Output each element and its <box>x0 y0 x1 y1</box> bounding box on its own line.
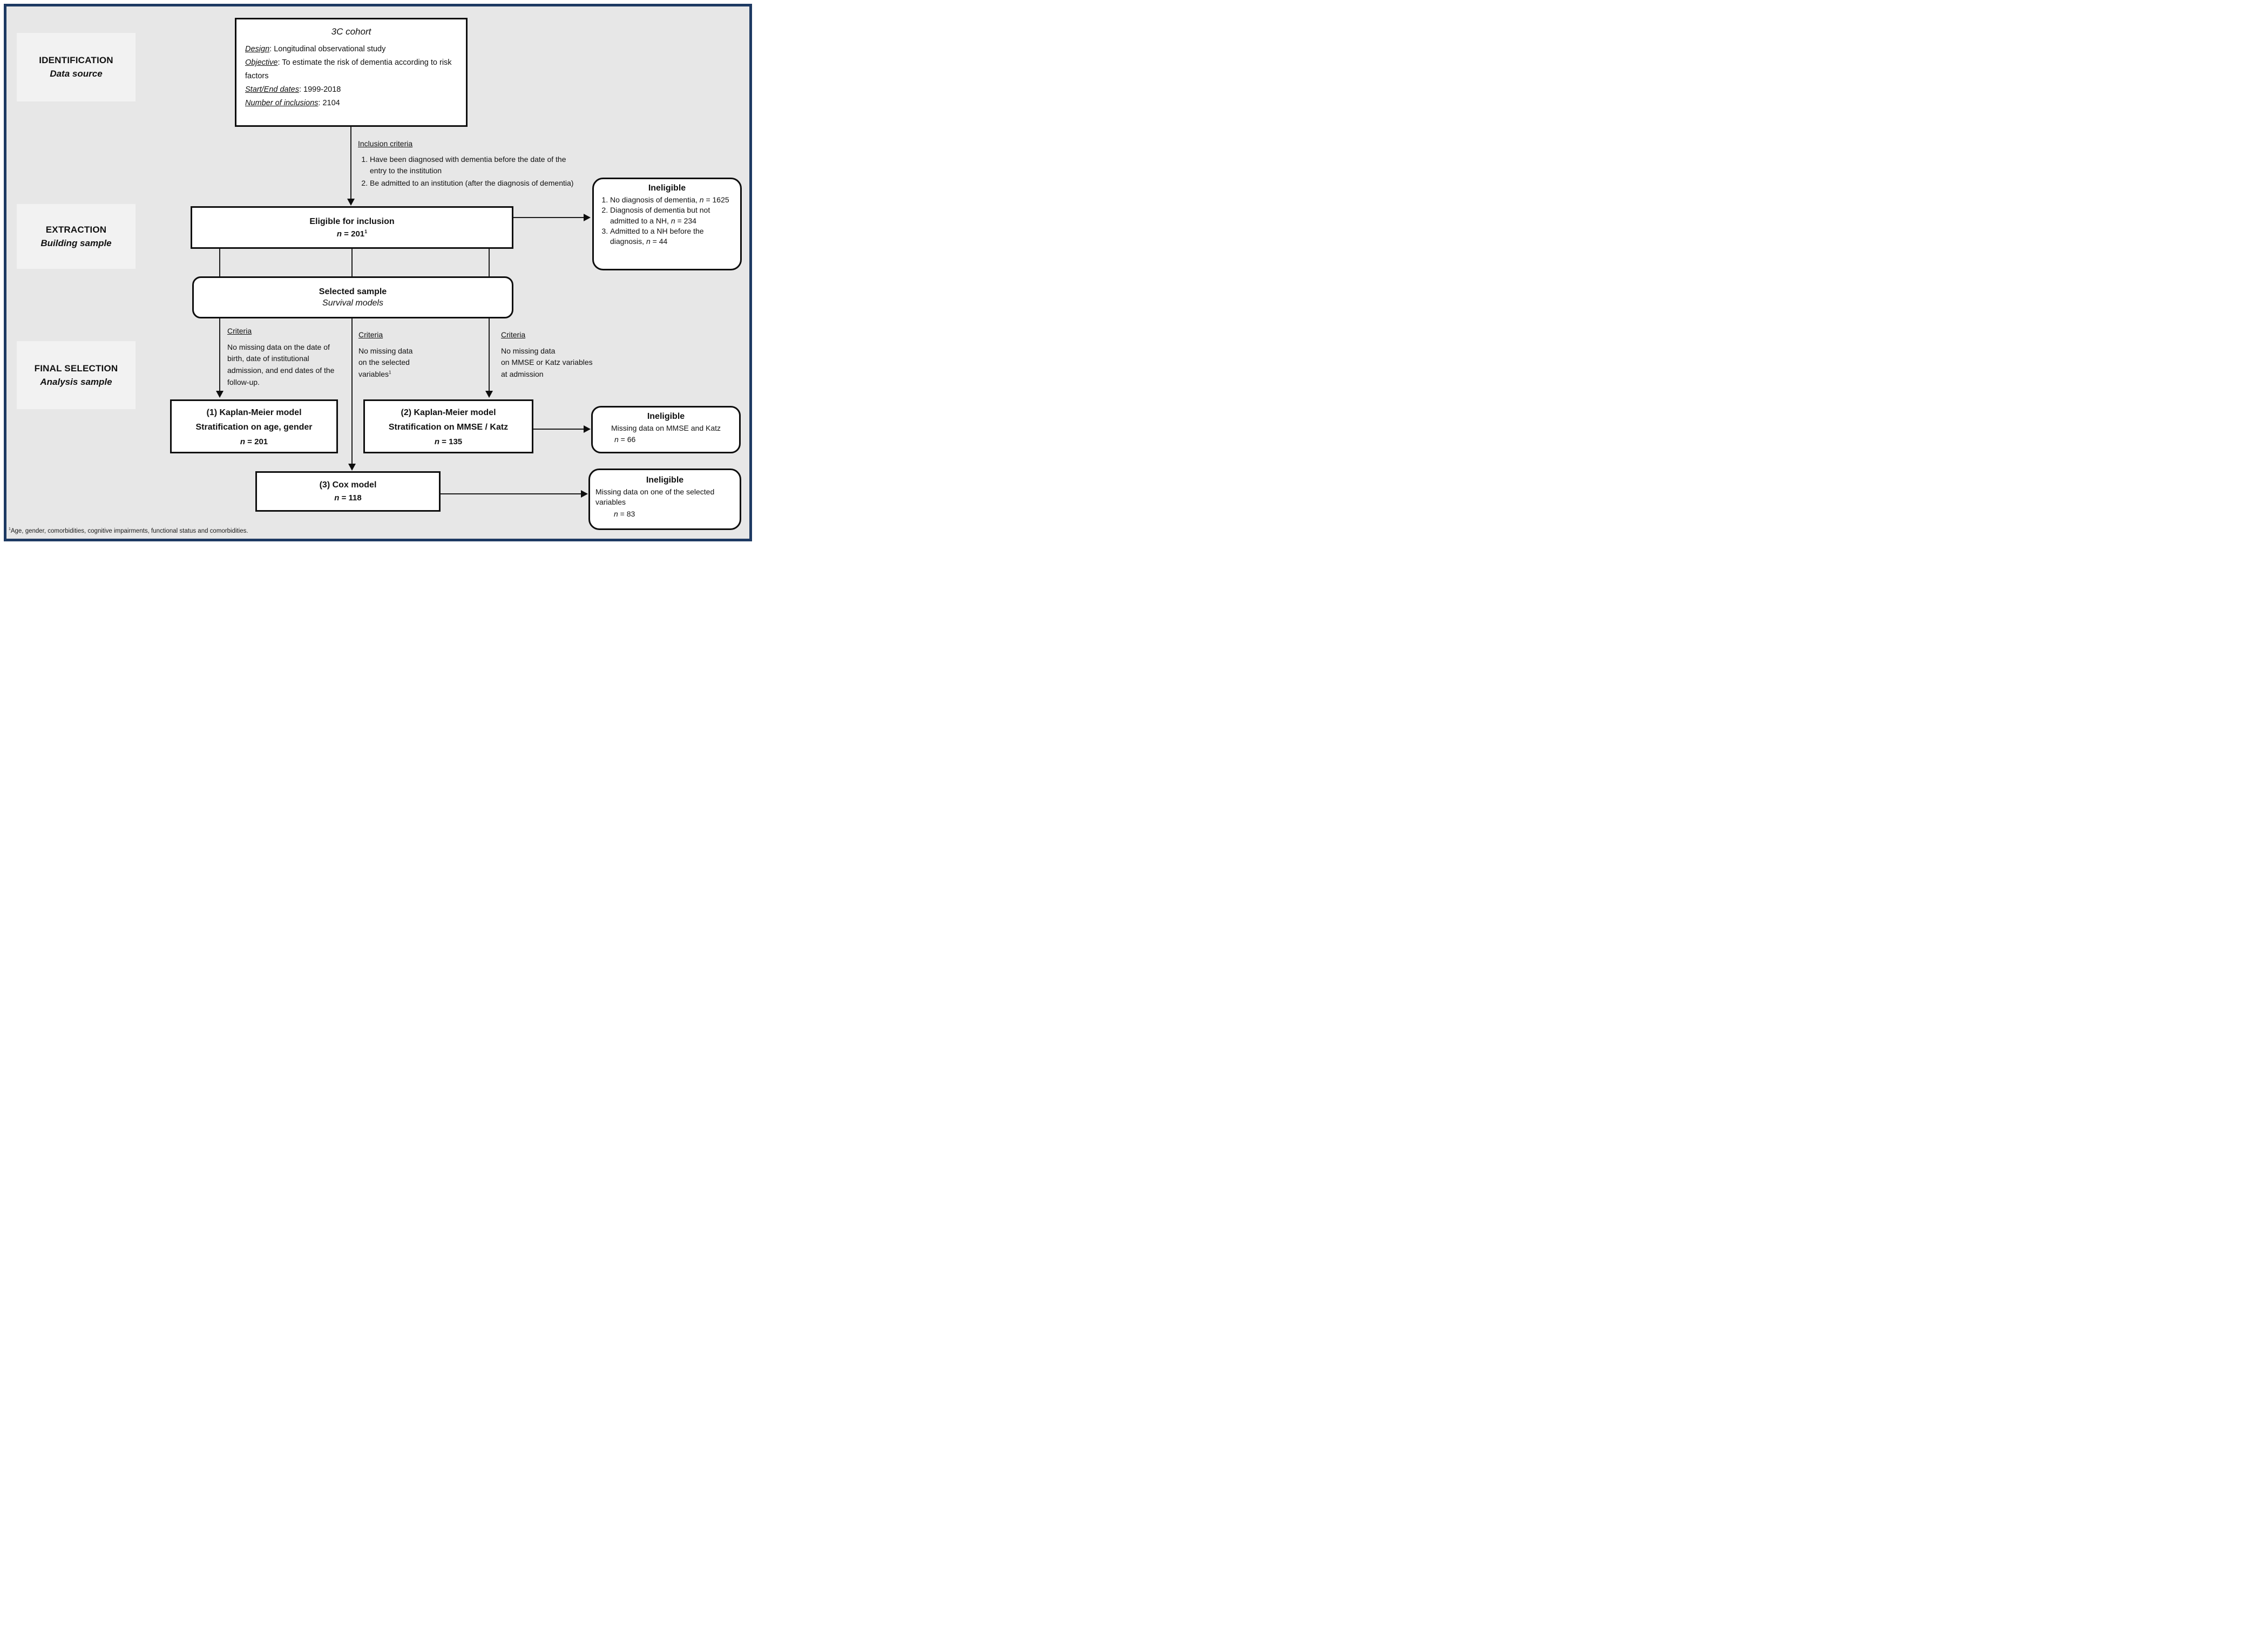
inclusion-criteria-heading: Inclusion criteria <box>358 139 413 148</box>
stage-title: FINAL SELECTION <box>34 363 118 374</box>
connector-model2-to-ineligible2 <box>533 429 585 430</box>
inclusion-criterion: Be admitted to an institution (after the… <box>370 178 574 189</box>
arrowhead-into-model2 <box>485 391 493 398</box>
stage-subtitle: Building sample <box>40 237 112 248</box>
model1-line2: Stratification on age, gender <box>195 422 313 432</box>
ineligible1-box: Ineligible No diagnosis of dementia, n =… <box>592 178 742 270</box>
footnote: 1Age, gender, comorbidities, cognitive i… <box>9 527 248 534</box>
criteria2-line: on the selected <box>358 358 410 367</box>
stage-subtitle: Analysis sample <box>40 376 112 387</box>
criteria2-line: variables1 <box>358 369 391 379</box>
model3-box: (3) Cox model n = 118 <box>255 471 441 512</box>
stage-subtitle: Data source <box>50 69 103 79</box>
criteria2-heading: Criteria <box>358 330 383 339</box>
criteria3-heading: Criteria <box>501 330 526 339</box>
connector-eligible-selected-right <box>489 249 490 276</box>
arrowhead-into-model3 <box>348 464 356 471</box>
stage-extraction: EXTRACTION Building sample <box>17 204 136 269</box>
connector-eligible-selected-left <box>219 249 220 276</box>
model2-line2: Stratification on MMSE / Katz <box>388 422 509 432</box>
cohort-detail-inclusions: Number of inclusions: 2104 <box>245 98 340 107</box>
ineligible1-item: No diagnosis of dementia, n = 1625 <box>610 195 735 205</box>
arrowhead-into-model1 <box>216 391 224 398</box>
criteria-note-1: Criteria No missing data on the date of … <box>227 325 337 388</box>
ineligible2-body: Missing data on MMSE and Katz <box>611 424 721 433</box>
cohort-detail-design: Design: Longitudinal observational study <box>245 45 386 54</box>
ineligible1-list: No diagnosis of dementia, n = 1625 Diagn… <box>599 195 735 247</box>
eligible-n: n = 2011 <box>336 228 368 239</box>
criteria3-line: No missing data <box>501 346 556 355</box>
connector-eligible-selected-middle <box>351 249 353 276</box>
model2-box: (2) Kaplan-Meier model Stratification on… <box>363 399 533 453</box>
stage-final-selection: FINAL SELECTION Analysis sample <box>17 341 136 409</box>
selected-subtitle: Survival models <box>322 298 383 308</box>
model2-line1: (2) Kaplan-Meier model <box>401 408 496 417</box>
connector-selected-to-model3 <box>351 318 353 465</box>
arrowhead-into-ineligible3 <box>581 490 588 498</box>
criteria3-line: on MMSE or Katz variables <box>501 358 593 367</box>
ineligible3-n: n = 83 <box>614 509 635 518</box>
ineligible1-item: Diagnosis of dementia but not admitted t… <box>610 205 735 226</box>
model3-line1: (3) Cox model <box>319 480 377 490</box>
cohort-detail-objective: Objective: To estimate the risk of demen… <box>245 58 452 81</box>
arrowhead-into-ineligible1 <box>584 214 591 221</box>
arrowhead-into-ineligible2 <box>584 425 591 433</box>
model1-line1: (1) Kaplan-Meier model <box>206 408 302 417</box>
selected-title: Selected sample <box>319 287 387 296</box>
inclusion-criterion: Have been diagnosed with dementia before… <box>370 154 574 177</box>
inclusion-criteria-list: Have been diagnosed with dementia before… <box>358 154 574 189</box>
eligible-box: Eligible for inclusion n = 2011 <box>191 206 513 249</box>
ineligible2-box: Ineligible Missing data on MMSE and Katz… <box>591 406 741 453</box>
ineligible1-title: Ineligible <box>648 184 686 193</box>
connector-model3-to-ineligible3 <box>441 493 582 494</box>
connector-eligible-to-ineligible1 <box>513 217 585 218</box>
arrowhead-into-eligible <box>347 199 355 206</box>
eligible-title: Eligible for inclusion <box>309 216 395 226</box>
model2-n: n = 135 <box>434 437 463 447</box>
cohort-title: 3C cohort <box>331 26 371 37</box>
stage-identification: IDENTIFICATION Data source <box>17 33 136 101</box>
study-flow-diagram: IDENTIFICATION Data source EXTRACTION Bu… <box>0 0 756 545</box>
ineligible2-n: n = 66 <box>614 435 636 444</box>
inclusion-criteria-note: Inclusion criteria Have been diagnosed w… <box>358 138 574 190</box>
model3-n: n = 118 <box>334 493 362 503</box>
criteria-note-3: Criteria No missing data on MMSE or Katz… <box>501 329 609 381</box>
ineligible2-title: Ineligible <box>647 412 685 421</box>
cohort-detail-dates: Start/End dates: 1999-2018 <box>245 85 341 94</box>
selected-sample-box: Selected sample Survival models <box>192 276 513 318</box>
model1-n: n = 201 <box>240 437 268 447</box>
connector-selected-to-model1 <box>219 318 220 392</box>
criteria1-body: No missing data on the date of birth, da… <box>227 342 335 386</box>
criteria2-line: No missing data <box>358 346 413 355</box>
connector-selected-to-model2 <box>489 318 490 392</box>
criteria1-heading: Criteria <box>227 327 252 335</box>
stage-title: EXTRACTION <box>45 224 107 235</box>
criteria-note-2: Criteria No missing data on the selected… <box>358 329 445 381</box>
connector-cohort-to-eligible <box>350 127 351 199</box>
ineligible3-title: Ineligible <box>646 476 684 485</box>
model1-box: (1) Kaplan-Meier model Stratification on… <box>170 399 338 453</box>
ineligible3-box: Ineligible Missing data on one of the se… <box>588 469 741 530</box>
ineligible1-item: Admitted to a NH before the diagnosis, n… <box>610 226 735 247</box>
stage-title: IDENTIFICATION <box>39 55 113 65</box>
ineligible3-body: Missing data on one of the selected vari… <box>595 487 715 507</box>
criteria3-line: at admission <box>501 370 544 379</box>
cohort-box: 3C cohort Design: Longitudinal observati… <box>235 18 468 127</box>
